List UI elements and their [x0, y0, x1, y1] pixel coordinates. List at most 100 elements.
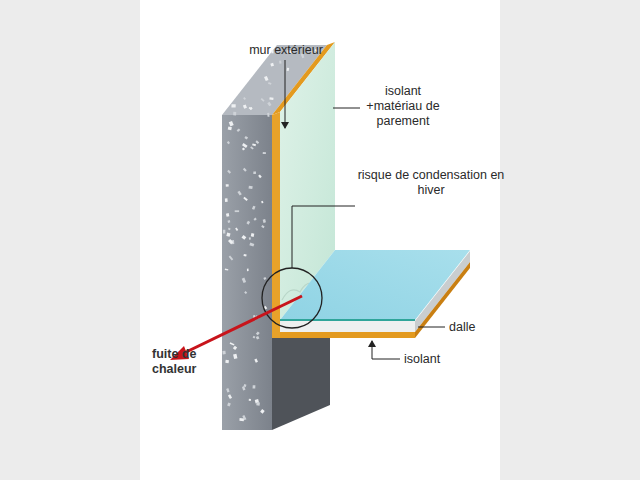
leader-line	[285, 60, 286, 128]
concrete-speck	[255, 140, 259, 144]
concrete-speck	[226, 388, 229, 392]
concrete-speck	[233, 346, 237, 350]
concrete-speck	[269, 97, 273, 100]
concrete-speck	[258, 174, 262, 178]
concrete-speck	[263, 152, 266, 154]
heat-leak-label: fuite de chaleur	[152, 347, 218, 377]
concrete-speck	[268, 82, 272, 85]
concrete-speck	[233, 354, 237, 359]
concrete-speck	[227, 220, 230, 223]
concrete-speck	[241, 235, 246, 240]
concrete-speck	[226, 213, 229, 217]
concrete-speck	[222, 351, 225, 355]
concrete-speck	[235, 228, 238, 231]
concrete-speck	[250, 146, 254, 149]
concrete-speck	[252, 206, 256, 210]
concrete-speck	[256, 402, 260, 406]
concrete-speck	[226, 233, 230, 237]
concrete-speck	[260, 409, 265, 414]
concrete-speck	[261, 98, 265, 102]
concrete-speck	[279, 60, 281, 63]
concrete-speck	[228, 239, 233, 244]
concrete-speck	[246, 221, 250, 225]
concrete-speck	[252, 143, 256, 146]
concrete-speck	[243, 197, 248, 201]
concrete-speck	[287, 68, 290, 71]
wall-front	[222, 115, 272, 430]
slab-top	[280, 250, 470, 320]
concrete-speck	[225, 269, 229, 271]
concrete-speck	[227, 141, 230, 144]
concrete-speck	[244, 291, 247, 294]
concrete-speck	[261, 225, 264, 228]
concrete-speck	[235, 210, 239, 212]
concrete-speck	[229, 121, 234, 126]
concrete-speck	[225, 360, 229, 363]
part-label: mur extérieur	[236, 43, 336, 58]
concrete-speck	[253, 171, 256, 174]
slab-side	[415, 251, 470, 332]
concrete-speck	[247, 269, 249, 272]
concrete-speck	[237, 191, 241, 196]
concrete-speck	[249, 243, 254, 247]
concrete-speck	[225, 198, 228, 202]
concrete-texture	[222, 49, 317, 421]
concrete-speck	[251, 233, 255, 237]
concrete-speck	[228, 228, 231, 231]
leader-line	[372, 341, 400, 359]
concrete-speck	[239, 418, 244, 421]
wall-insulation-edge	[272, 112, 280, 338]
leader-line	[333, 108, 360, 109]
concrete-speck	[242, 148, 245, 151]
concrete-speck	[261, 201, 264, 204]
heat-arrow-shaft	[182, 296, 302, 354]
part-label: dalle	[449, 320, 489, 335]
concrete-speck	[256, 331, 260, 335]
concrete-speck	[254, 359, 258, 363]
concrete-speck	[228, 126, 232, 130]
concrete-speck	[270, 63, 274, 67]
concrete-speck	[249, 107, 252, 110]
part-label: isolant	[404, 352, 454, 367]
wall-side-shadow	[272, 338, 330, 430]
concrete-speck	[242, 278, 246, 283]
concrete-speck	[227, 403, 231, 407]
concrete-speck	[233, 112, 236, 116]
concrete-speck	[249, 186, 253, 189]
concrete-speck	[249, 107, 253, 110]
concrete-speck	[230, 342, 235, 345]
slab-edge-line	[280, 319, 415, 321]
concrete-speck	[249, 399, 251, 401]
concrete-speck	[267, 113, 269, 117]
concrete-speck	[264, 76, 268, 81]
concrete-speck	[242, 143, 248, 148]
concrete-speck	[243, 254, 246, 257]
concrete-speck	[254, 218, 257, 221]
concrete-speck	[256, 336, 260, 340]
risk-circle	[262, 268, 322, 328]
concrete-speck	[223, 230, 225, 234]
part-label: risque de condensation en hiver	[356, 168, 506, 198]
concrete-speck	[243, 384, 246, 387]
part-label: isolant +matériau de parement	[362, 84, 444, 129]
leader-line	[292, 206, 355, 268]
concrete-speck	[243, 168, 247, 172]
concrete-speck	[244, 136, 248, 140]
concrete-speck	[253, 385, 256, 388]
concrete-speck	[253, 336, 256, 339]
paper	[140, 0, 500, 480]
concrete-speck	[229, 256, 234, 261]
concrete-speck	[227, 170, 231, 174]
concrete-speck	[263, 219, 266, 223]
concrete-speck	[231, 104, 235, 107]
concrete-speck	[249, 237, 251, 240]
concrete-speck	[243, 104, 247, 108]
concrete-speck	[243, 97, 246, 100]
concrete-speck	[228, 394, 232, 399]
concrete-speck	[237, 128, 241, 132]
slab-insulation-front	[280, 332, 415, 338]
concrete-speck	[263, 277, 266, 280]
leader-line	[418, 327, 445, 328]
